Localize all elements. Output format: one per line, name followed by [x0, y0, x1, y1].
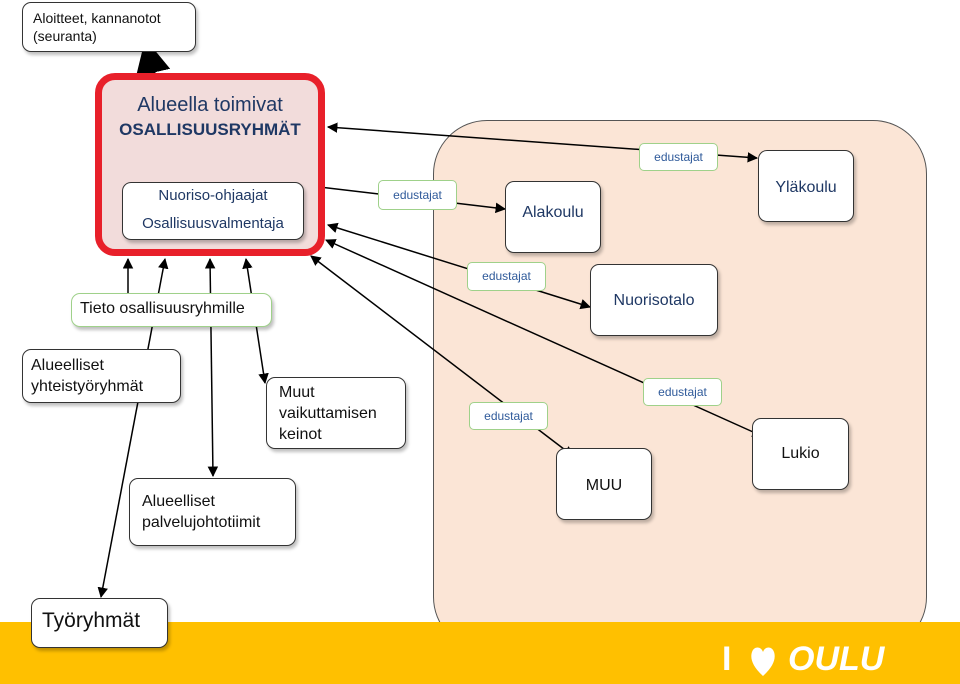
- alueelliset-yhteistyoryhmat-label: Alueelliset yhteistyöryhmät: [31, 357, 144, 395]
- tieto-box: Tieto osallisuusryhmille: [71, 293, 272, 327]
- lukio-box: Lukio: [752, 418, 849, 490]
- edge-label-muu: edustajat: [469, 402, 548, 430]
- ylakoulu-label: Yläkoulu: [775, 179, 837, 196]
- logo-prefix: I: [722, 640, 732, 678]
- nuorisotalo-box: Nuorisotalo: [590, 264, 718, 336]
- tyoryhmat-label: Työryhmät: [42, 609, 141, 632]
- edge-label-nuorisotalo: edustajat: [467, 262, 546, 291]
- logo-text: OULU: [788, 640, 885, 678]
- inner-staff-box: Nuoriso-ohjaajat Osallisuusvalmentaja: [122, 182, 304, 240]
- red-title-1: Alueella toimivat: [137, 94, 283, 116]
- heart-icon: [751, 647, 775, 676]
- edge-label-alakoulu: edustajat: [378, 180, 457, 210]
- muu-box: MUU: [556, 448, 652, 520]
- oulu-logo: I OULU: [718, 640, 898, 680]
- muut-vaikuttamisen-keinot-label: Muut vaikuttamisen keinot: [279, 384, 377, 443]
- muu-label: MUU: [585, 477, 623, 494]
- tieto-label: Tieto osallisuusryhmille: [80, 300, 245, 317]
- tyoryhmat-box: Työryhmät: [31, 598, 168, 648]
- edge-label-ylakoulu: edustajat: [639, 143, 718, 171]
- aloitteet-label: Aloitteet, kannanotot (seuranta): [33, 10, 161, 44]
- alueelliset-yhteistyoryhmat-box: Alueelliset yhteistyöryhmät: [22, 349, 181, 403]
- edge-label-lukio: edustajat: [643, 378, 722, 406]
- red-title-2: OSALLISUUSRYHMÄT: [119, 120, 301, 139]
- muut-vaikuttamisen-keinot-box: Muut vaikuttamisen keinot: [266, 377, 406, 449]
- inner-label-2: Osallisuusvalmentaja: [142, 215, 284, 232]
- alueelliset-palvelujohtotiimit-box: Alueelliset palvelujohtotiimit: [129, 478, 296, 546]
- inner-label-1: Nuoriso-ohjaajat: [158, 187, 268, 204]
- osallisuusryhmat-box: Alueella toimivat OSALLISUUSRYHMÄT Nuori…: [95, 73, 325, 256]
- lukio-label: Lukio: [781, 445, 820, 462]
- alakoulu-label: Alakoulu: [522, 204, 584, 221]
- alakoulu-box: Alakoulu: [505, 181, 601, 253]
- aloitteet-box: Aloitteet, kannanotot (seuranta): [22, 2, 196, 52]
- ylakoulu-box: Yläkoulu: [758, 150, 854, 222]
- arrow-to-palvelujohtotiimit: [204, 257, 219, 478]
- alueelliset-palvelujohtotiimit-label: Alueelliset palvelujohtotiimit: [142, 493, 261, 531]
- nuorisotalo-label: Nuorisotalo: [613, 292, 695, 309]
